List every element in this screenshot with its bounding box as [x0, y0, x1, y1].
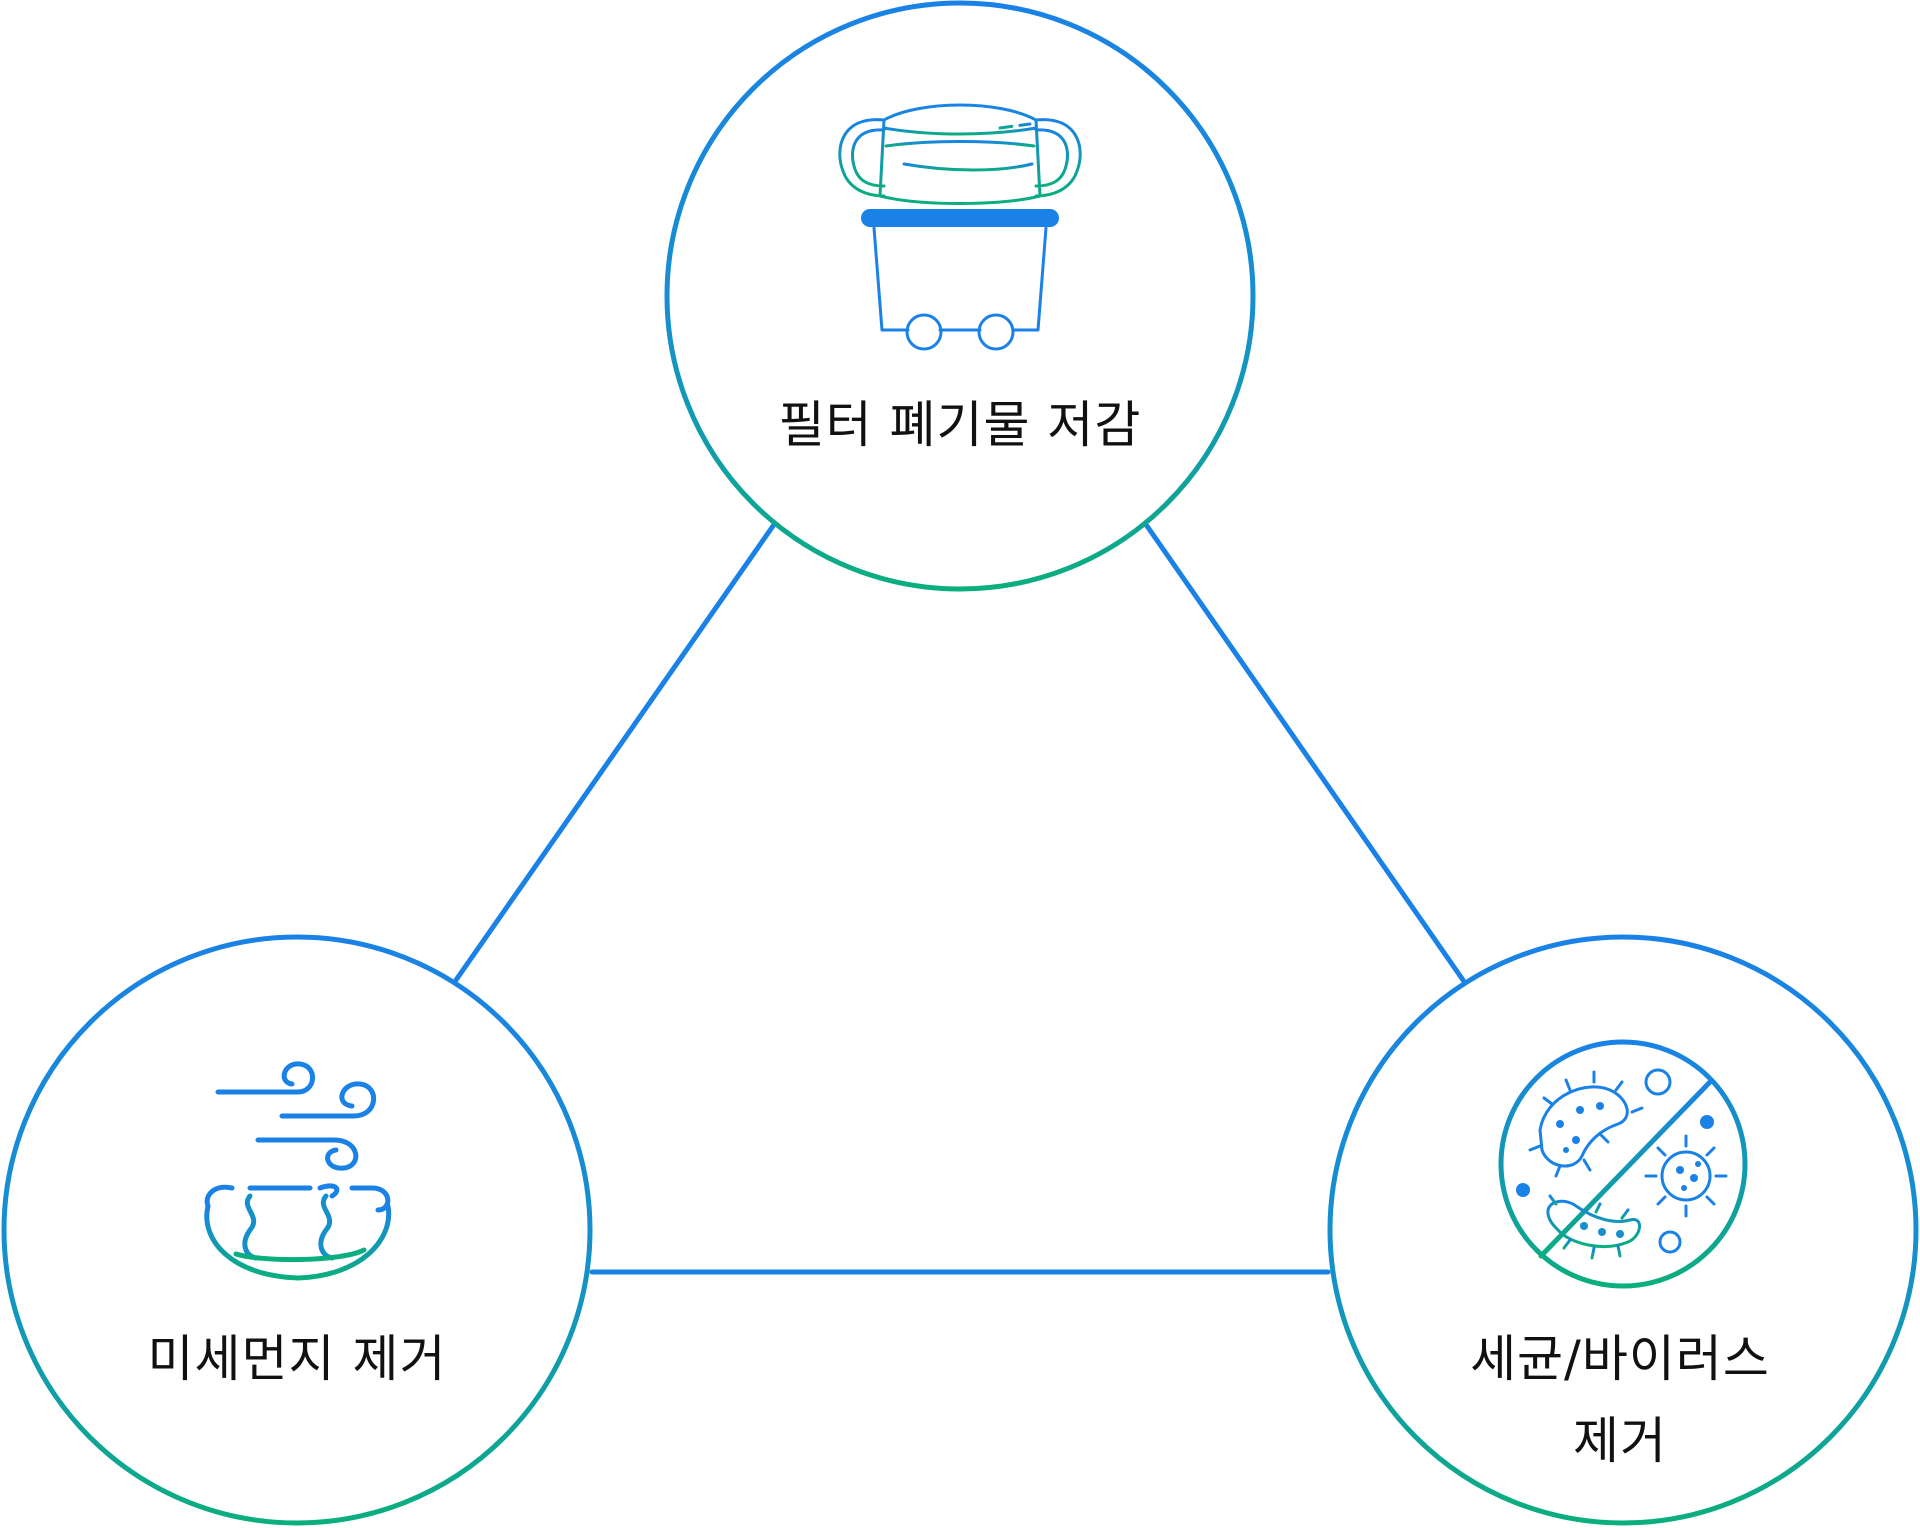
no-bacteria-virus-icon: [1498, 1039, 1748, 1289]
node-label-right-line-2: 제거: [1573, 1412, 1667, 1470]
fine-dust-wind-icon: [204, 1061, 392, 1281]
node-label-left-line-1: 미세먼지 제거: [147, 1330, 447, 1388]
mask-on-trash-cart-icon: [838, 103, 1082, 351]
node-label-top-line-1: 필터 폐기물 저감: [778, 396, 1142, 454]
node-ring-top: [664, 0, 1256, 592]
node-label-right-line-1: 세균/바이러스: [1470, 1330, 1770, 1388]
connector-top-right: [1144, 523, 1466, 983]
connector-top-left: [453, 523, 776, 983]
node-label-left: 미세먼지 제거: [37, 1318, 557, 1400]
connector-lines: [453, 523, 1466, 1275]
node-label-right: 세균/바이러스 제거: [1360, 1318, 1880, 1482]
node-ring-left: [1, 934, 593, 1526]
node-label-top: 필터 폐기물 저감: [700, 384, 1220, 466]
node-ring-right: [1327, 934, 1919, 1526]
